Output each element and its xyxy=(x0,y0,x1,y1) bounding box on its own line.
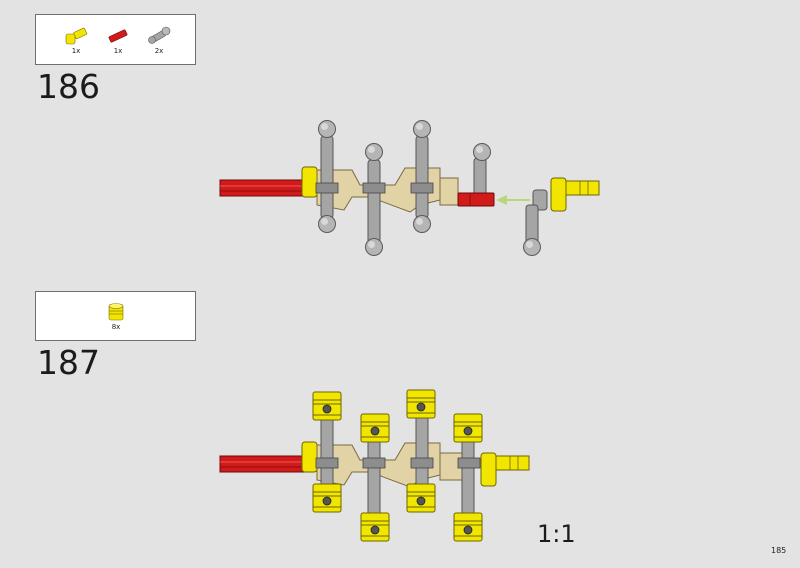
step-186-crankshaft xyxy=(219,120,600,256)
part-qty: 2x xyxy=(154,47,164,55)
step-number-186: 186 xyxy=(37,67,100,106)
part-qty: 1x xyxy=(71,47,81,55)
parts-callout-step-187: 8x xyxy=(35,291,196,341)
red-axle-icon xyxy=(108,29,128,43)
yellow-axle-connector-icon xyxy=(65,27,88,45)
part-yellow-axle-connector: 1x xyxy=(56,25,96,56)
grey-crank-arm-icon xyxy=(148,26,171,44)
part-red-axle: 1x xyxy=(98,25,138,56)
step-number-187: 187 xyxy=(37,343,100,382)
step-187-crankshaft-with-pistons xyxy=(219,389,530,542)
page-number: 185 xyxy=(771,546,787,555)
parts-callout-step-186: 1x 1x 2x xyxy=(35,14,196,65)
yellow-piston-icon xyxy=(108,303,124,321)
part-grey-crank-arm: 2x xyxy=(139,25,179,56)
part-qty: 1x xyxy=(113,47,123,55)
scale-indicator: 1:1 xyxy=(537,520,576,548)
part-yellow-piston: 8x xyxy=(96,301,136,332)
part-qty: 8x xyxy=(111,323,121,331)
